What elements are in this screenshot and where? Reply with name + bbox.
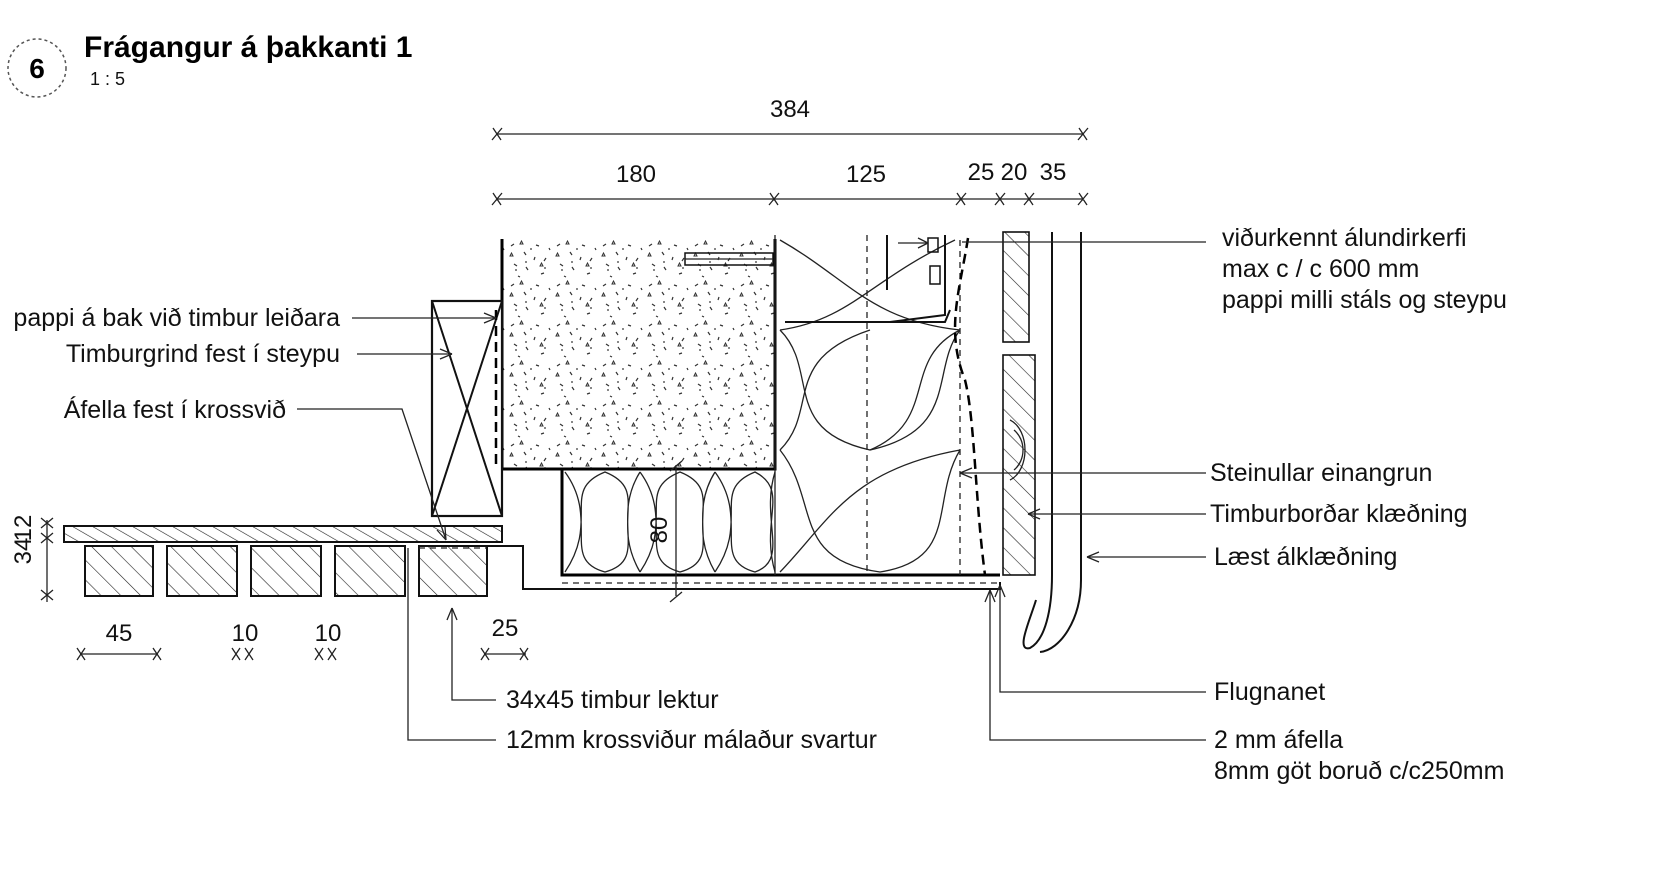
label-paper-behind-timber: pappi á bak við timbur leiðara [13, 304, 340, 332]
dim-10b: 10 [315, 620, 342, 647]
dimension-chain-top: 384 180 125 25 20 35 [491, 96, 1089, 206]
leaders-bottom [407, 548, 496, 741]
label-subframe-spacing: max c / c 600 mm [1222, 255, 1419, 283]
label-timber-frame: Timburgrind fest í steypu [66, 340, 340, 368]
timber-battens [84, 545, 488, 597]
leaders-left [297, 312, 497, 541]
dimension-bottom: 45 10 10 25 [76, 615, 529, 661]
edge-flashing [487, 469, 1000, 590]
dim-45: 45 [106, 620, 133, 647]
dim-34: 34 [10, 538, 37, 565]
dim-125: 125 [846, 161, 886, 188]
timber-cladding [1002, 231, 1036, 576]
label-2mm-flashing: 2 mm áfella [1214, 726, 1343, 754]
dim-180: 180 [616, 161, 656, 188]
detail-number: 6 [29, 53, 45, 84]
labels-right: viðurkennt álundirkerfi max c / c 600 mm… [1210, 224, 1507, 785]
label-mineral-wool: Steinullar einangrun [1210, 459, 1432, 487]
dimension-vertical-left: 34 12 [10, 515, 54, 602]
aluminium-subframe [785, 235, 961, 575]
dim-10a: 10 [232, 620, 259, 647]
detail-scale: 1 : 5 [90, 69, 125, 89]
plywood-sheet [63, 525, 503, 543]
label-holes-drilled: 8mm göt boruð c/c250mm [1214, 757, 1504, 785]
label-insect-mesh: Flugnanet [1214, 678, 1325, 706]
detail-header: 6 Frágangur á þakkanti 1 1 : 5 [7, 31, 412, 98]
locked-aluminium-cladding [1022, 232, 1082, 653]
timber-frame [430, 299, 504, 518]
label-subframe: viðurkennt álundirkerfi [1222, 224, 1467, 252]
labels-bottom: 34x45 timbur lektur 12mm krossviður mála… [506, 686, 877, 754]
detail-title: Frágangur á þakkanti 1 [84, 31, 412, 64]
dim-20: 20 [1001, 159, 1028, 186]
concrete-slab [500, 239, 777, 471]
label-timber-board-cladding: Timburborðar klæðning [1210, 500, 1468, 528]
labels-left: pappi á bak við timbur leiðara Timburgri… [13, 304, 340, 424]
label-flashing-to-plywood: Áfella fest í krossvið [64, 395, 286, 424]
detail-number-circle [7, 38, 67, 98]
label-plywood: 12mm krossviður málaður svartur [506, 726, 877, 754]
dim-80: 80 [646, 517, 673, 544]
dim-overall: 384 [770, 96, 810, 123]
dim-35: 35 [1040, 159, 1067, 186]
label-locked-aluminium: Læst álklæðning [1214, 543, 1397, 571]
leaders-right [959, 241, 1206, 741]
insect-mesh [953, 237, 1001, 590]
dim-25-bottom: 25 [492, 615, 519, 642]
insulation-under-slab: 80 [564, 460, 776, 603]
mineral-wool-vertical [774, 235, 961, 575]
dim-25: 25 [968, 159, 995, 186]
dim-12: 12 [10, 515, 37, 542]
label-timber-battens: 34x45 timbur lektur [506, 686, 719, 714]
label-paper-steel-concrete: pappi milli stáls og steypu [1222, 286, 1507, 314]
